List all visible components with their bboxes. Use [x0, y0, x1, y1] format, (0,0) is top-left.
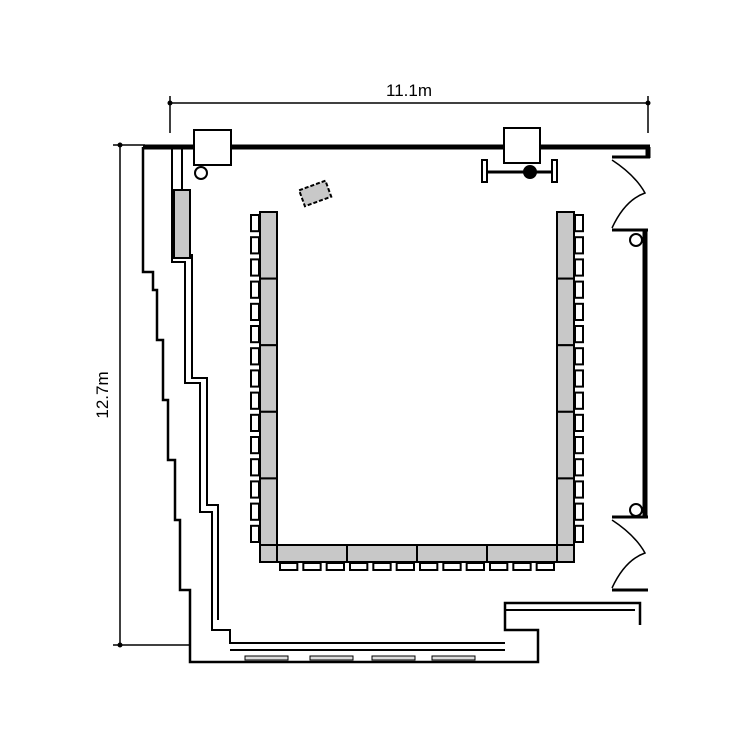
chair	[250, 458, 260, 477]
chair	[574, 391, 584, 410]
chair	[250, 391, 260, 410]
chair	[250, 280, 260, 299]
table	[259, 211, 278, 280]
table-corner	[259, 544, 278, 563]
chair	[250, 436, 260, 455]
table	[556, 211, 575, 280]
door-bottom-right	[611, 519, 647, 589]
chair	[372, 562, 392, 571]
chair	[419, 562, 439, 571]
height-label: 12.7m	[93, 371, 112, 418]
chair	[250, 347, 260, 366]
chair	[395, 562, 415, 571]
table-layout	[250, 211, 584, 571]
table	[416, 544, 488, 563]
chair	[574, 480, 584, 499]
chair	[250, 325, 260, 344]
projector-stand	[481, 159, 558, 183]
chair	[250, 258, 260, 277]
chair	[489, 562, 509, 571]
chair	[302, 562, 322, 571]
outlet-icon	[629, 503, 643, 517]
chair	[574, 502, 584, 521]
chair	[574, 347, 584, 366]
width-dimension: 11.1m	[167, 81, 651, 133]
table-corner	[556, 544, 575, 563]
table	[276, 544, 348, 563]
column-right	[503, 127, 541, 164]
table	[259, 477, 278, 546]
chair	[574, 236, 584, 255]
table	[259, 277, 278, 347]
chair	[250, 214, 260, 233]
chair	[574, 325, 584, 344]
chair	[574, 458, 584, 477]
chair	[442, 562, 462, 571]
chair	[574, 214, 584, 233]
table	[259, 410, 278, 480]
chair	[574, 436, 584, 455]
chair	[250, 302, 260, 321]
width-label: 11.1m	[386, 81, 432, 100]
chair	[574, 302, 584, 321]
height-dimension: 12.7m	[93, 142, 190, 648]
table	[556, 344, 575, 413]
table	[556, 410, 575, 480]
chair	[574, 524, 584, 543]
chair	[465, 562, 485, 571]
chair	[574, 369, 584, 388]
chair	[279, 562, 299, 571]
chair	[574, 280, 584, 299]
chair	[250, 236, 260, 255]
chair	[574, 413, 584, 432]
outlet-icon	[629, 233, 643, 247]
door-top-right	[611, 159, 647, 229]
table	[259, 344, 278, 413]
chair	[250, 502, 260, 521]
column-left	[193, 129, 232, 166]
table	[486, 544, 558, 563]
windows	[244, 655, 476, 661]
table	[556, 477, 575, 546]
chair	[574, 258, 584, 277]
chair	[250, 524, 260, 543]
chair	[535, 562, 556, 571]
side-cabinet	[173, 189, 191, 259]
chair	[325, 562, 345, 571]
table	[556, 277, 575, 347]
chair	[250, 480, 260, 499]
outlet-icon	[194, 166, 208, 180]
chair	[250, 413, 260, 432]
table	[346, 544, 418, 563]
projector	[297, 179, 333, 208]
chair	[512, 562, 532, 571]
chair	[250, 369, 260, 388]
chair	[349, 562, 369, 571]
